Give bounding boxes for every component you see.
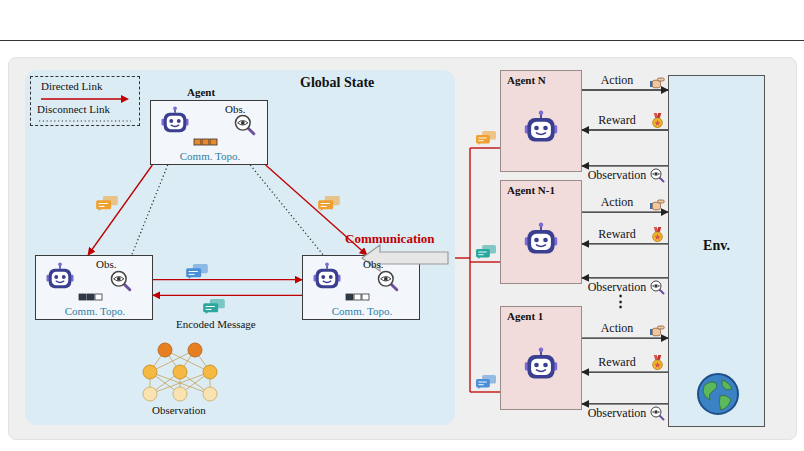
topology-text: Comm. Topo. <box>151 150 269 163</box>
message-label: Encoded Message <box>176 318 256 331</box>
reward-arrow <box>582 129 668 130</box>
header-rule <box>0 40 804 41</box>
observe-icon <box>651 281 664 294</box>
obs-text: Obs. <box>225 103 245 116</box>
observe-icon <box>651 407 664 420</box>
edge-label: Reward <box>598 356 635 370</box>
observation-arrow <box>582 403 668 404</box>
legend-arrow <box>41 98 121 99</box>
action-icon <box>650 78 664 88</box>
edge-label: Action <box>601 322 634 336</box>
legend-box: Directed LinkDisconnect Link <box>30 76 140 126</box>
legend-text: Disconnect Link <box>37 103 110 116</box>
agent-heading: Agent N <box>507 74 546 87</box>
reward-icon <box>653 227 663 242</box>
panel-title: Global State <box>300 75 374 91</box>
edge-label: Observation <box>588 169 647 183</box>
message-icon <box>476 375 496 389</box>
reward-arrow <box>582 243 668 244</box>
edge-label: Action <box>601 196 634 210</box>
message-icon <box>476 131 496 145</box>
action-icon <box>650 326 664 336</box>
edge-label: Observation <box>588 281 647 295</box>
communication-bracket <box>455 148 500 392</box>
topology-bar <box>194 139 217 145</box>
reward-icon <box>653 355 663 370</box>
topology-bar <box>346 294 369 300</box>
legend-sample <box>37 94 133 104</box>
message-icon <box>476 245 496 259</box>
edge-label: Observation <box>588 407 647 421</box>
directed-link <box>153 295 302 296</box>
action-icon <box>650 200 664 210</box>
obs-text: Obs. <box>363 258 383 271</box>
observation-label: Observation <box>152 404 206 417</box>
topology-text: Comm. Topo. <box>303 305 421 318</box>
agent-box: AgentObs.Comm. Topo. <box>150 100 268 165</box>
directed-link <box>153 279 302 280</box>
topology-bar <box>79 294 102 300</box>
obs-text: Obs. <box>96 258 116 271</box>
topology-text: Comm. Topo. <box>36 305 154 318</box>
action-arrow <box>582 337 668 338</box>
observation-arrow <box>582 277 668 278</box>
observe-icon <box>651 169 664 182</box>
env-text: Env. <box>669 238 764 254</box>
action-arrow <box>582 211 668 212</box>
agent-heading: Agent 1 <box>507 310 543 323</box>
reward-arrow <box>582 371 668 372</box>
edge-label: Action <box>601 74 634 88</box>
legend-sample <box>37 116 133 126</box>
edge-label: Reward <box>598 228 635 242</box>
action-arrow <box>582 89 668 90</box>
observation-arrow <box>582 165 668 166</box>
earth-icon <box>698 374 738 414</box>
ellipsis-mark: ⋮ <box>613 294 628 309</box>
legend-text: Directed Link <box>41 80 102 93</box>
agent-heading: Agent <box>187 86 215 99</box>
reward-icon <box>653 113 663 128</box>
agent-heading: Agent N-1 <box>507 184 555 197</box>
communication-label: Communication <box>345 232 435 247</box>
edge-label: Reward <box>598 114 635 128</box>
